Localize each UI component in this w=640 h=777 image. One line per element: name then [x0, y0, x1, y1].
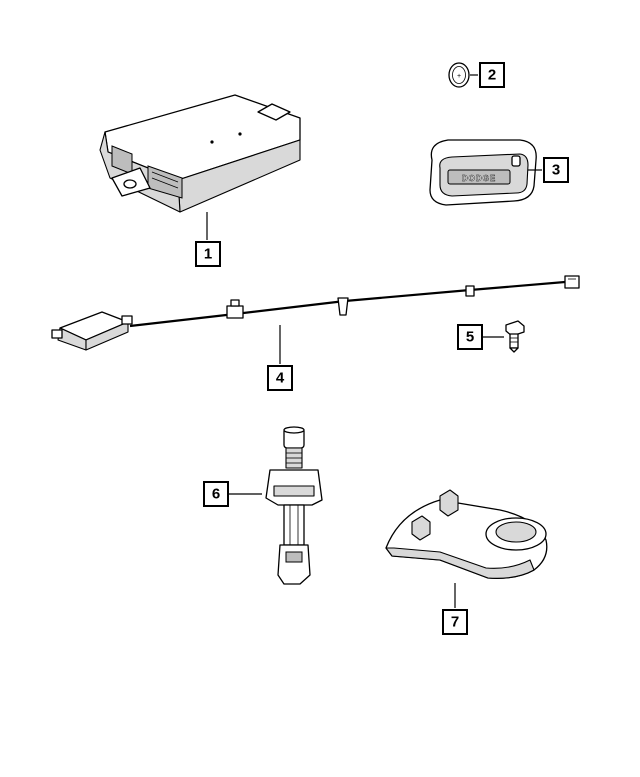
callout-1[interactable]: 1	[195, 241, 221, 267]
callout-2[interactable]: 2	[479, 62, 505, 88]
callout-4-label: 4	[276, 370, 285, 387]
callout-7[interactable]: 7	[442, 609, 468, 635]
receiver-module[interactable]	[99, 94, 301, 213]
callout-5-label: 5	[466, 329, 474, 346]
ignition-actuator[interactable]	[265, 426, 323, 585]
callout-5[interactable]: 5	[457, 324, 483, 350]
screw[interactable]	[505, 320, 525, 353]
callout-4[interactable]: 4	[267, 365, 293, 391]
callout-6[interactable]: 6	[203, 481, 229, 507]
callout-2-label: 2	[488, 67, 496, 84]
callout-3[interactable]: 3	[543, 157, 569, 183]
antenna-harness[interactable]	[51, 275, 580, 351]
coin-battery[interactable]: +	[448, 62, 470, 88]
callout-1-label: 1	[204, 246, 212, 263]
key-fob-brand: DODGE	[462, 174, 496, 183]
callout-3-label: 3	[552, 162, 560, 179]
mounting-bracket[interactable]	[385, 489, 548, 579]
svg-text:+: +	[457, 73, 461, 80]
callout-6-label: 6	[212, 486, 220, 503]
key-fob[interactable]: DODGE	[429, 139, 537, 206]
callout-7-label: 7	[451, 614, 459, 631]
